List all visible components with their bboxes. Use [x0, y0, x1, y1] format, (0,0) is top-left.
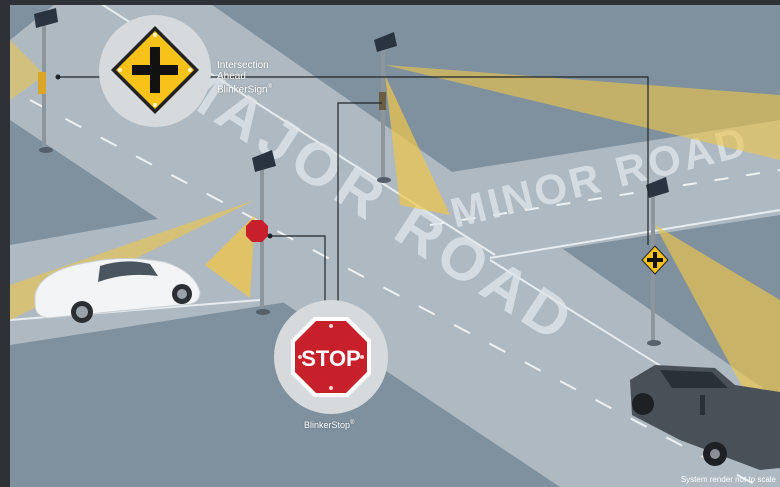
label-line-2: Ahead [217, 71, 272, 82]
blinker-sign-label: Intersection Ahead BlinkerSign® [217, 60, 272, 95]
label-line-3: BlinkerSign® [217, 82, 272, 95]
stop-sign-icon: STOP [291, 317, 371, 397]
blinker-stop-label: BlinkerStop® [304, 418, 354, 431]
disclaimer-text: System render not to scale [681, 475, 776, 484]
trademark-mark: ® [350, 420, 354, 426]
stop-sign-text: STOP [301, 346, 361, 371]
small-stop-sign [246, 220, 268, 242]
product-name: BlinkerStop [304, 420, 350, 430]
product-name: BlinkerSign [217, 84, 268, 95]
stop-sign-callout: STOP [274, 300, 388, 414]
blinker-sign-callout [99, 15, 211, 127]
trademark-mark: ® [268, 84, 272, 90]
frame-left [0, 0, 10, 487]
label-line-1: Intersection [217, 60, 272, 71]
frame-top [0, 0, 780, 5]
